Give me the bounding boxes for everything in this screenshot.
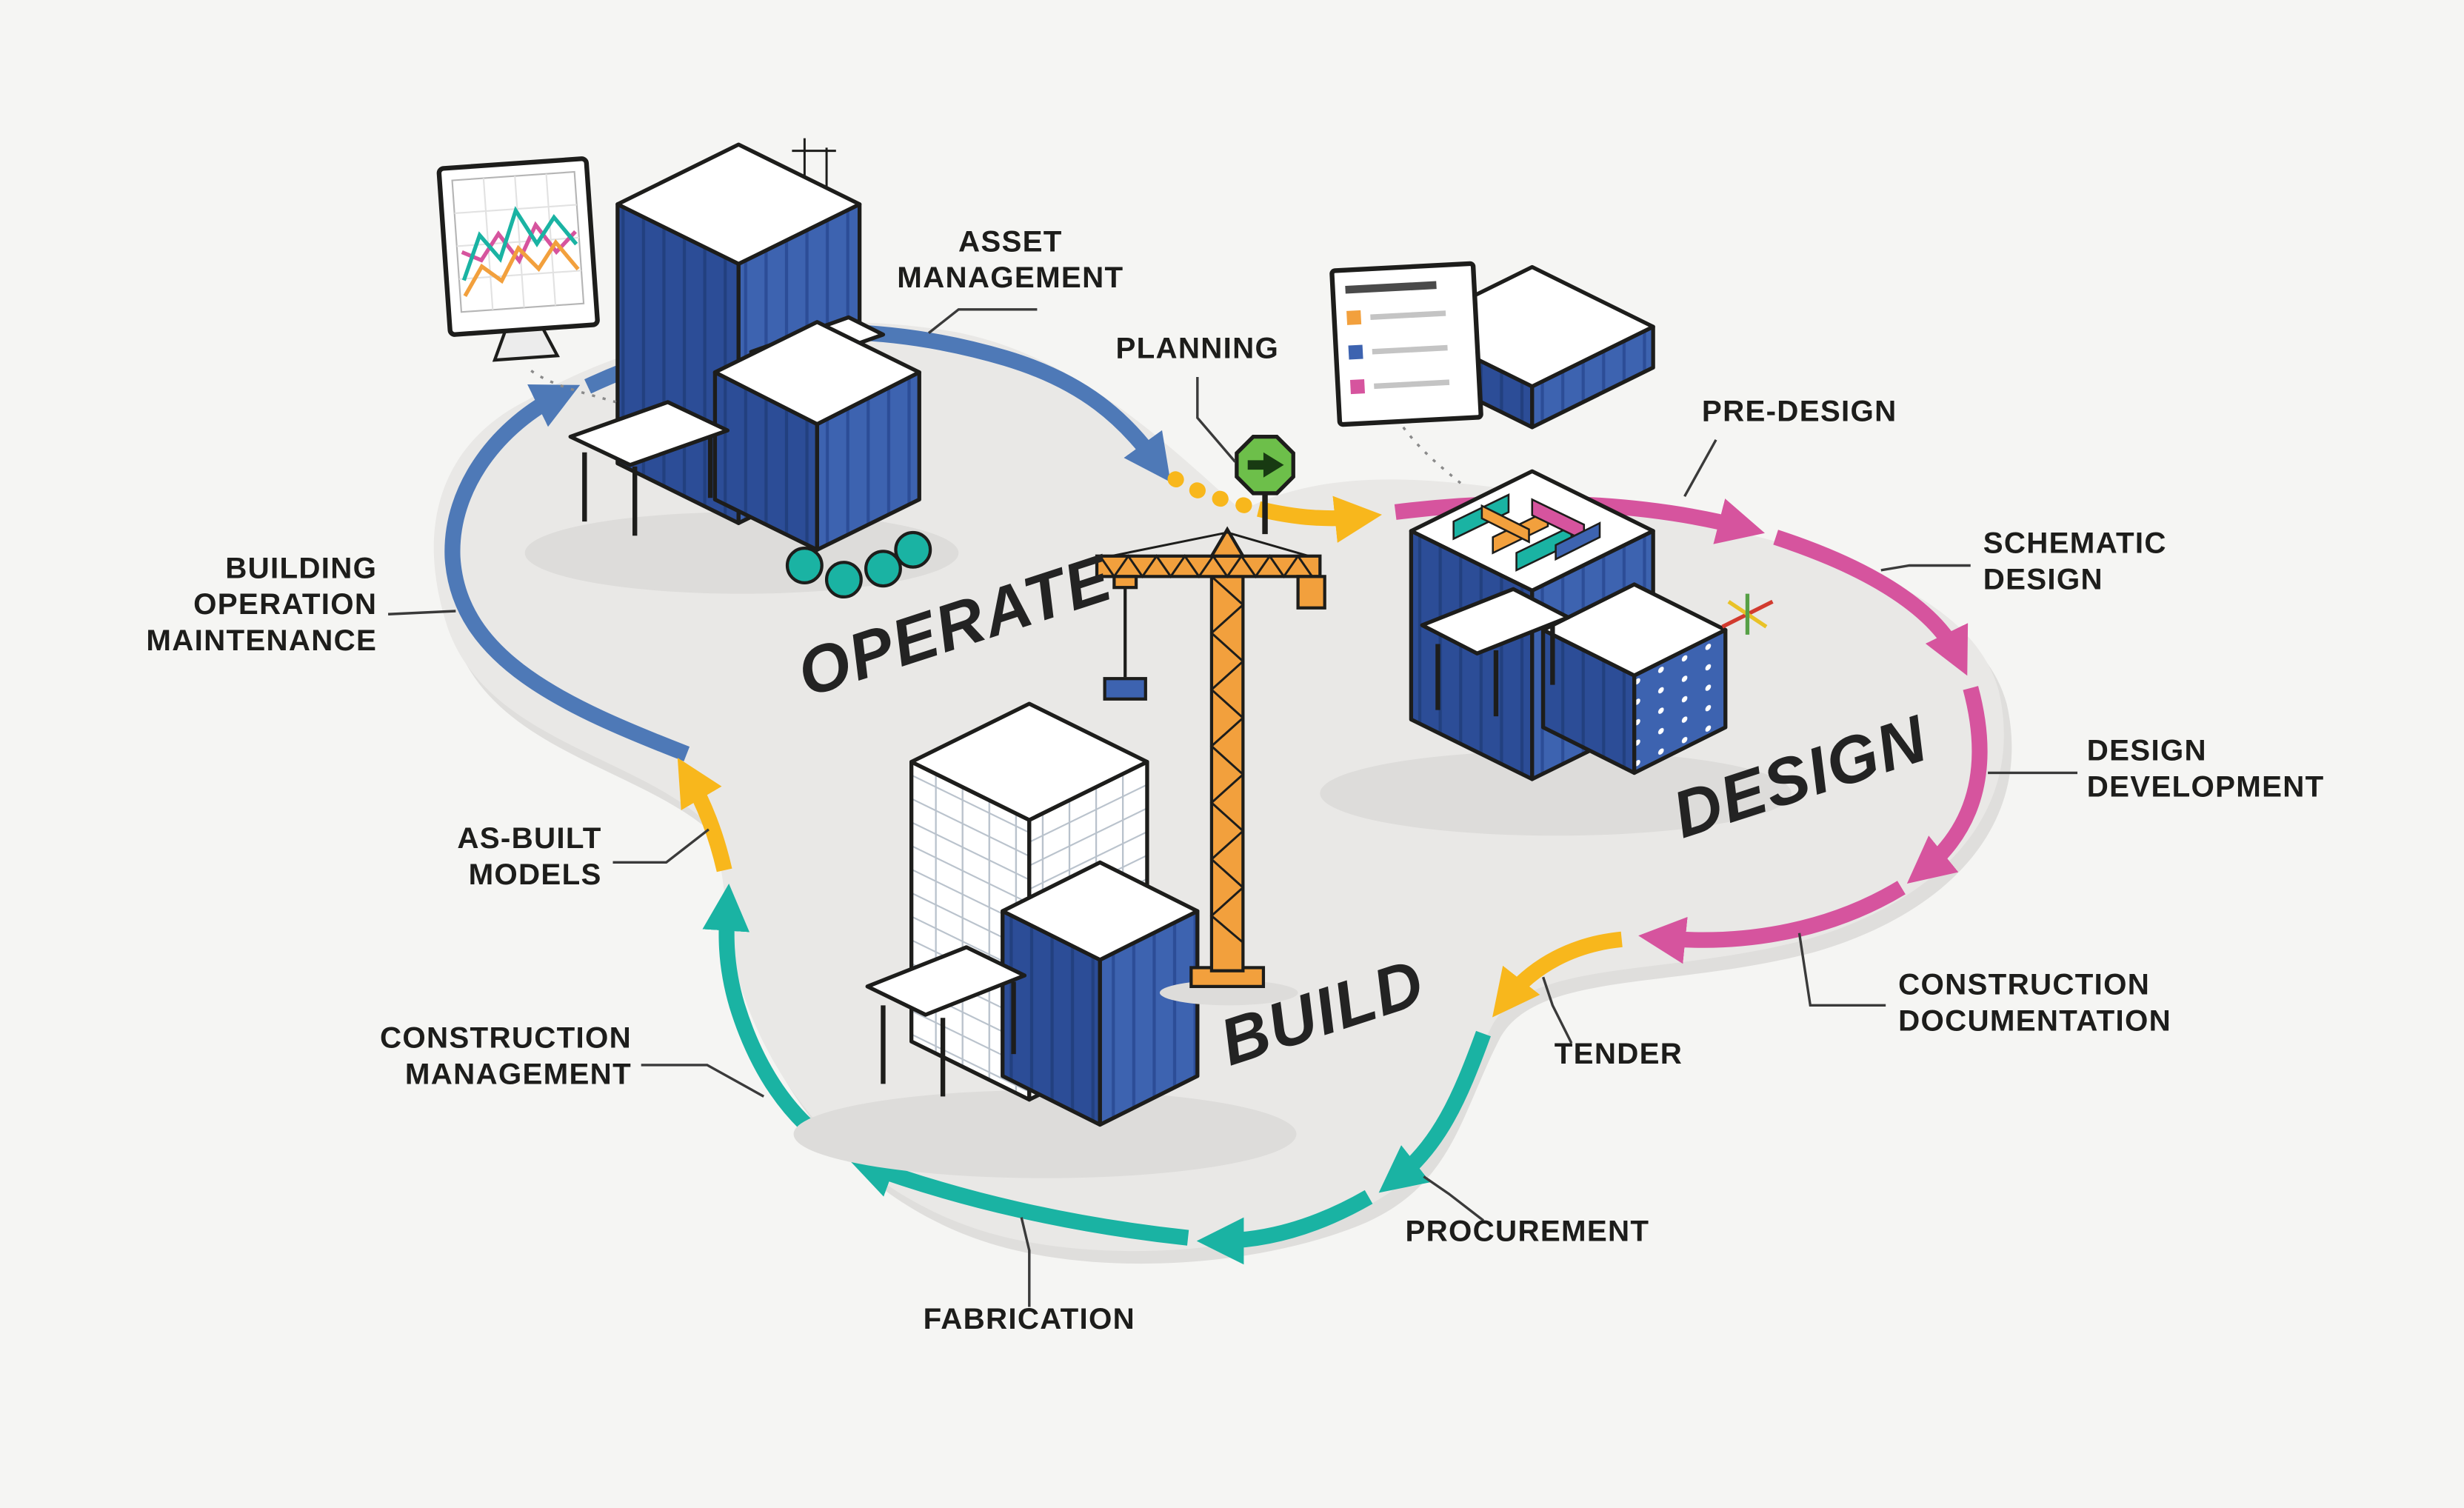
awning-legs xyxy=(582,435,713,536)
legend-row-line xyxy=(1370,310,1446,320)
design-awning xyxy=(1420,587,1571,655)
arc-build-3 xyxy=(847,1152,1189,1246)
crane-mast xyxy=(1209,575,1245,972)
leader-building-operation-maintenance xyxy=(388,610,456,615)
label-planning: PLANNING xyxy=(1115,332,1279,365)
leader-fabrication xyxy=(1020,1217,1031,1307)
arc-design-2 xyxy=(1773,530,1969,676)
line-chart-icon xyxy=(461,206,578,281)
label-schematic-design-2: DESIGN xyxy=(1983,562,2103,595)
label-construction-documentation-1: CONSTRUCTION xyxy=(1898,967,2150,1001)
flow-arcs xyxy=(444,324,1988,1265)
label-pre-design: PRE-DESIGN xyxy=(1702,394,1897,427)
tower-crane xyxy=(1095,526,1326,1006)
build-shadow xyxy=(793,1090,1297,1178)
awning-legs xyxy=(881,981,1016,1097)
monitor-connector xyxy=(530,370,617,404)
operate-building xyxy=(524,138,959,599)
leader-planning xyxy=(1196,376,1237,463)
legend-row-line xyxy=(1374,379,1450,390)
legend-card xyxy=(1329,261,1483,427)
arc-design-4 xyxy=(1638,881,1906,964)
arc-asbuilt xyxy=(677,758,732,873)
sphere xyxy=(894,530,932,569)
build-tower-roof xyxy=(909,701,1149,822)
awning-legs xyxy=(1435,621,1555,717)
planning-sign xyxy=(1235,434,1295,535)
partition-wall xyxy=(1480,504,1530,544)
line-chart-icon xyxy=(463,238,580,297)
arc-planning-dotted xyxy=(1167,471,1255,514)
label-tender: TENDER xyxy=(1555,1037,1683,1070)
sphere xyxy=(864,550,902,588)
design-annex-roof xyxy=(1540,582,1728,678)
label-construction-documentation-2: DOCUMENTATION xyxy=(1898,1004,2171,1037)
crane-load xyxy=(1103,677,1147,701)
leader-asset-management xyxy=(927,308,1038,334)
sphere xyxy=(785,547,824,584)
build-building xyxy=(793,701,1297,1178)
legend-swatch-blue xyxy=(1348,344,1363,360)
label-construction-management-2: MANAGEMENT xyxy=(405,1057,632,1090)
label-as-built-models-2: MODELS xyxy=(469,858,602,891)
operate-annex-roof xyxy=(712,320,921,427)
design-shadow xyxy=(1320,750,1792,836)
arrow-right-icon xyxy=(1247,452,1284,478)
arc-build-4 xyxy=(702,884,845,1158)
crane-jib-lattice xyxy=(1099,554,1313,578)
arc-tender xyxy=(1492,931,1623,1018)
label-procurement: PROCUREMENT xyxy=(1406,1214,1650,1247)
arc-operate-left xyxy=(444,384,690,761)
leader-as-built-models xyxy=(612,828,710,864)
label-construction-management-1: CONSTRUCTION xyxy=(380,1021,632,1055)
monitor xyxy=(436,156,600,362)
label-fabrication: FABRICATION xyxy=(924,1302,1135,1335)
label-design-development-2: DEVELOPMENT xyxy=(2087,770,2325,803)
build-annex-roof xyxy=(1001,860,1200,962)
leader-construction-management xyxy=(641,1064,765,1098)
operate-tower-roof xyxy=(615,142,862,266)
label-asset-management-1: ASSET xyxy=(958,224,1063,258)
legend-swatch-magenta xyxy=(1349,379,1366,395)
crane-apex xyxy=(1209,526,1246,558)
leader-construction-documentation xyxy=(1797,933,1886,1007)
design-building xyxy=(1320,264,1792,836)
stage-labels: ASSET MANAGEMENT PLANNING PRE-DESIGN SCH… xyxy=(146,224,2325,1335)
build-awning xyxy=(865,945,1027,1017)
leader-procurement xyxy=(1423,1175,1485,1222)
card-title-bar xyxy=(1345,281,1437,294)
crane-ties xyxy=(1110,531,1309,558)
line-chart-icon xyxy=(461,221,577,265)
leader-lines xyxy=(388,308,2078,1307)
operate-awning xyxy=(568,400,730,467)
sphere xyxy=(824,561,863,599)
crane-trolley xyxy=(1112,575,1138,590)
label-building-operation-maintenance-3: MAINTENANCE xyxy=(146,624,377,657)
leader-tender xyxy=(1542,976,1573,1044)
legend-row-line xyxy=(1372,344,1448,355)
label-schematic-design-1: SCHEMATIC xyxy=(1983,527,2167,560)
arc-planning xyxy=(1257,496,1382,543)
label-design-development-1: DESIGN xyxy=(2087,733,2207,767)
partition-wall xyxy=(1555,521,1601,561)
leader-schematic-design xyxy=(1880,564,1971,572)
crane-mast-lattice xyxy=(1209,575,1245,944)
crane-counterweight xyxy=(1296,575,1326,610)
label-as-built-models-1: AS-BUILT xyxy=(457,821,601,855)
label-building-operation-maintenance-1: BUILDING xyxy=(225,551,377,584)
label-asset-management-2: MANAGEMENT xyxy=(897,261,1124,294)
legend-swatch-orange xyxy=(1346,310,1362,325)
leader-pre-design xyxy=(1683,439,1717,498)
arc-build-2 xyxy=(1196,1190,1373,1265)
arc-design-3 xyxy=(1906,686,1988,884)
label-building-operation-maintenance-2: OPERATION xyxy=(193,587,377,621)
axis-arrows-icon xyxy=(1721,593,1774,635)
arc-build-1 xyxy=(1378,1030,1491,1193)
